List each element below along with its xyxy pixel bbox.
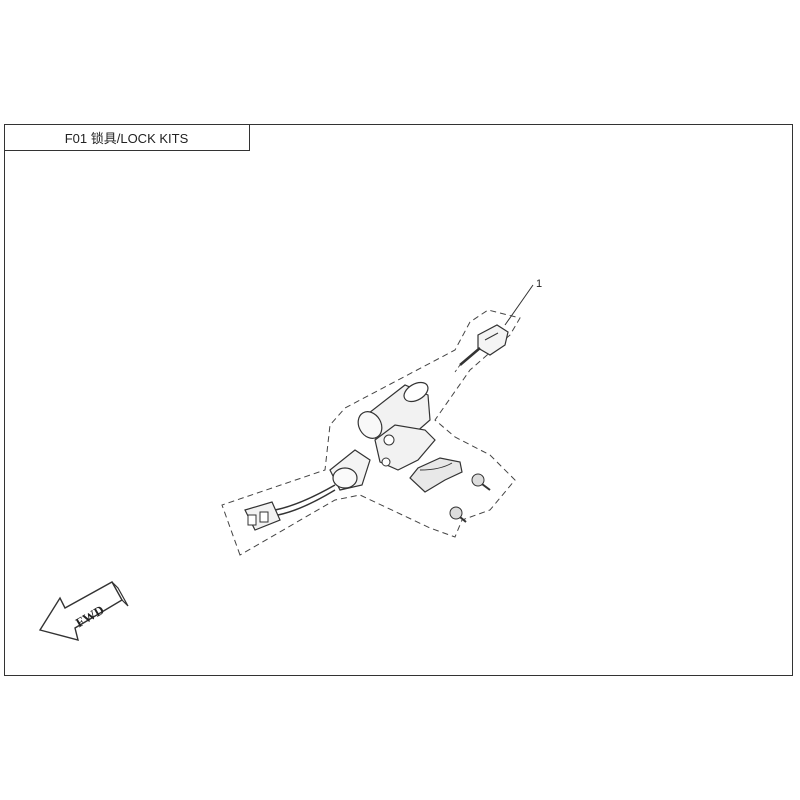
title-box: F01 锁具/LOCK KITS bbox=[4, 124, 250, 151]
fwd-arrow: FWD bbox=[38, 581, 129, 641]
mount-bracket bbox=[374, 424, 436, 471]
key-part bbox=[454, 324, 509, 373]
screw-part bbox=[449, 473, 491, 523]
drawing-frame bbox=[4, 124, 793, 676]
wire-harness bbox=[244, 484, 336, 531]
callout-leader bbox=[504, 284, 534, 326]
page-title: F01 锁具/LOCK KITS bbox=[64, 130, 189, 146]
assembly-boundary bbox=[221, 309, 521, 556]
callout-number: 1 bbox=[536, 278, 543, 290]
clamp-part bbox=[409, 457, 463, 493]
